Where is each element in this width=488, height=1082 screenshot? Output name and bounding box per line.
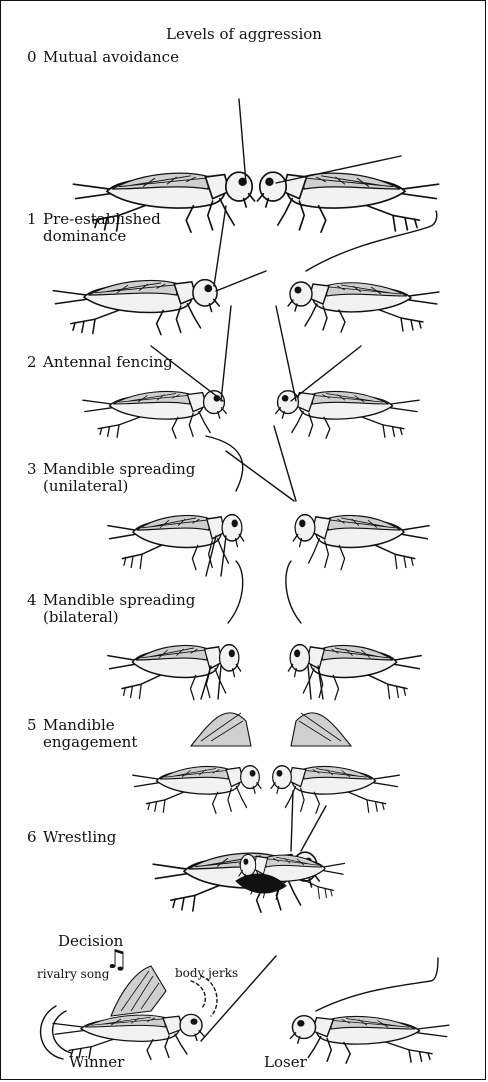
cricket-illustration-icon	[251, 91, 461, 201]
level-number: 1	[27, 211, 43, 228]
level-number: 4	[27, 592, 43, 609]
figure-title: Levels of aggression	[1, 25, 487, 43]
level-name-line2: engagement	[27, 734, 137, 751]
winner-label: Winner	[69, 1053, 124, 1071]
cricket-illustration-icon	[106, 431, 276, 581]
level-number: 6	[27, 829, 43, 846]
cricket-illustration-icon	[51, 91, 261, 201]
loser-label: Loser	[264, 1053, 307, 1071]
cricket-illustration-icon	[106, 561, 266, 701]
cricket-illustration-icon	[81, 301, 261, 431]
level-name: Wrestling	[43, 828, 116, 846]
cricket-illustration-icon	[256, 956, 456, 1056]
level-name: Pre-established	[43, 210, 161, 228]
level-number: 3	[27, 461, 43, 478]
level-name: Mandible	[43, 716, 115, 734]
level-name: Mutual avoidance	[43, 48, 179, 66]
cricket-illustration-icon	[263, 561, 423, 701]
level-name-line2: dominance	[27, 228, 161, 245]
cricket-illustration-icon	[251, 301, 431, 431]
cricket-illustration-icon	[266, 431, 436, 581]
level-number: 5	[27, 717, 43, 734]
level-number: 2	[27, 354, 43, 371]
cricket-illustration-icon	[151, 791, 371, 931]
level-number: 0	[27, 49, 43, 66]
cricket-illustration-icon	[41, 961, 281, 1061]
